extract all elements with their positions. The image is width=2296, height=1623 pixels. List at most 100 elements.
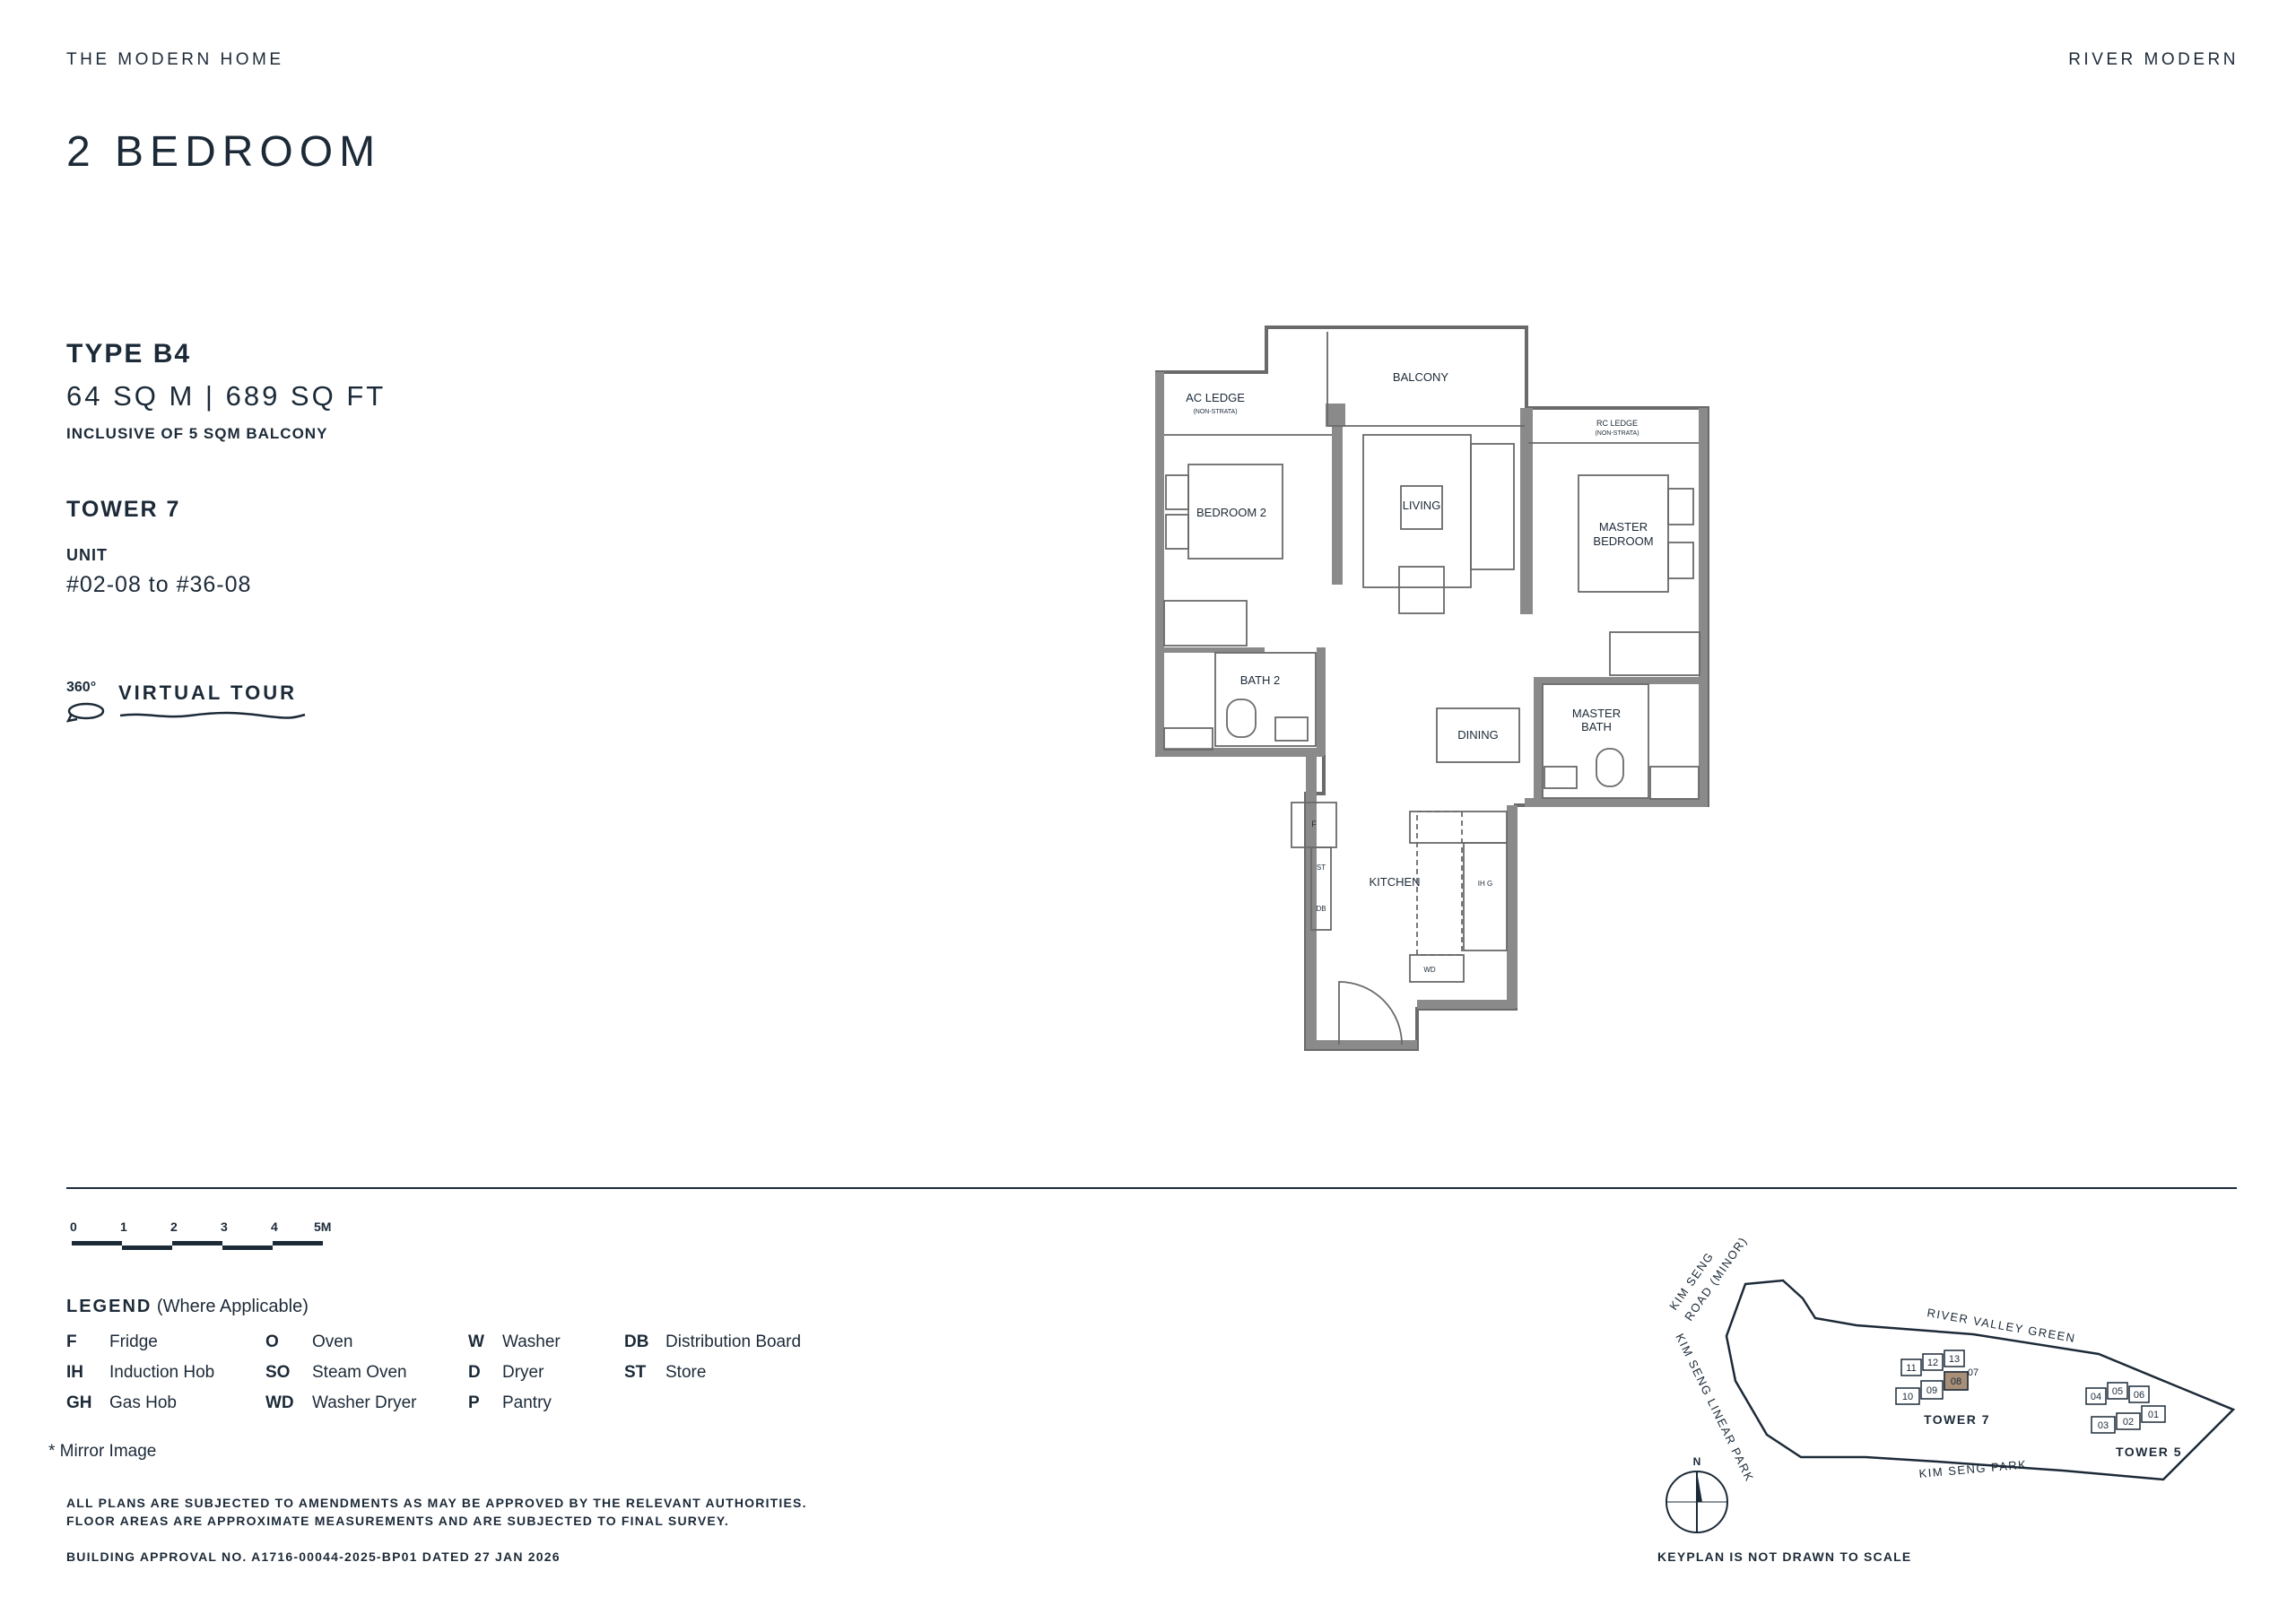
keyplan-note: KEYPLAN IS NOT DRAWN TO SCALE [1657, 1549, 1912, 1564]
room-ac-ledge-sub: (NON-STRATA) [1193, 409, 1237, 415]
t5-unit: 03 [2098, 1420, 2109, 1431]
room-living: LIVING [1403, 499, 1441, 512]
room-master-bath-l2: BATH [1581, 720, 1612, 733]
project-tagline: THE MODERN HOME [66, 50, 284, 69]
room-ac-ledge: AC LEDGE [1186, 391, 1245, 404]
t5-unit: 04 [2091, 1392, 2101, 1402]
legend-title: LEGEND (Where Applicable) [66, 1297, 309, 1317]
scale-tick: 5M [314, 1219, 332, 1234]
legend-name: Gas Hob [109, 1393, 177, 1412]
room-master-bedroom-l2: BEDROOM [1593, 534, 1653, 548]
legend-name: Oven [312, 1332, 353, 1351]
legend-abbr: GH [66, 1393, 92, 1412]
page-title: 2 BEDROOM [66, 128, 382, 176]
wall-kitchen-bottom [1306, 1040, 1417, 1049]
section-divider [66, 1187, 2237, 1189]
t7-unit: 13 [1949, 1354, 1960, 1365]
project-name: RIVER MODERN [2068, 50, 2239, 69]
legend-name: Fridge [109, 1332, 158, 1351]
keyplan-tower7: TOWER 7 [1924, 1412, 1990, 1427]
t7-unit: 09 [1926, 1385, 1937, 1396]
legend-abbr: P [468, 1393, 480, 1412]
t5-unit: 06 [2134, 1390, 2144, 1401]
room-balcony: BALCONY [1393, 370, 1448, 384]
legend-abbr: W [468, 1332, 484, 1351]
disclaimer-line-1: ALL PLANS ARE SUBJECTED TO AMENDMENTS AS… [66, 1496, 807, 1510]
building-approval: BUILDING APPROVAL NO. A1716-00044-2025-B… [66, 1549, 561, 1564]
label-hob: IH G [1478, 880, 1492, 888]
scale-tick: 3 [221, 1219, 228, 1234]
wall-master-bath-top [1534, 677, 1708, 684]
wall-kitchen-right-bottom [1417, 1000, 1516, 1009]
legend-name: Washer Dryer [312, 1393, 417, 1412]
legend-name: Steam Oven [312, 1363, 407, 1382]
virtual-tour-underline [119, 711, 306, 719]
wall-east [1699, 408, 1708, 806]
keyplan-map: 11 12 13 10 09 08 07 04 05 06 03 02 01 T… [1665, 1237, 2236, 1533]
wall-living-east [1520, 408, 1533, 614]
room-kitchen: KITCHEN [1369, 875, 1420, 889]
floor-plan: AC LEDGE (NON-STRATA) BALCONY RC LEDGE (… [1155, 325, 1709, 1051]
legend-name: Induction Hob [109, 1363, 215, 1382]
wall-bath2-bottom [1157, 748, 1324, 757]
legend-abbr: IH [66, 1363, 83, 1382]
site-boundary [1725, 1279, 2236, 1481]
room-bedroom-2: BEDROOM 2 [1196, 506, 1266, 519]
legend-abbr: SO [265, 1363, 291, 1382]
room-master-bath-l1: MASTER [1572, 707, 1621, 720]
room-rc-ledge-sub: (NON-STRATA) [1595, 430, 1639, 437]
label-washer-dryer: WD [1423, 966, 1436, 974]
legend-abbr: F [66, 1332, 77, 1351]
legend-grid: F Fridge IH Induction Hob GH Gas Hob O O… [66, 1332, 874, 1431]
t5-unit: 05 [2112, 1386, 2123, 1397]
legend-name: Distribution Board [665, 1332, 802, 1351]
scale-tick: 0 [70, 1219, 77, 1234]
disclaimer-line-2: FLOOR AREAS ARE APPROXIMATE MEASUREMENTS… [66, 1514, 729, 1528]
legend-name: Washer [502, 1332, 561, 1351]
column-living [1326, 404, 1345, 427]
legend-abbr: D [468, 1363, 481, 1382]
room-master-bedroom-l1: MASTER [1599, 520, 1648, 534]
t7-unit: 11 [1906, 1363, 1916, 1374]
unit-range: #02-08 to #36-08 [66, 572, 252, 597]
legend-name: Pantry [502, 1393, 552, 1412]
wall-master-bath-bottom [1525, 798, 1708, 807]
wall-kitchen-east [1507, 805, 1518, 1008]
room-rc-ledge: RC LEDGE [1596, 419, 1638, 428]
virtual-tour-degree: 360° [66, 680, 97, 695]
keyplan-highlight-unit [1944, 1371, 1969, 1391]
wall-bath2-top [1157, 647, 1265, 653]
legend-heading: LEGEND [66, 1297, 152, 1316]
label-fridge: F [1311, 820, 1317, 829]
room-bath-2: BATH 2 [1240, 673, 1281, 687]
scale-tick: 1 [120, 1219, 127, 1234]
unit-label: UNIT [66, 546, 108, 564]
t7-unit: 08 [1951, 1376, 1961, 1387]
wall-master-bath-west [1534, 677, 1543, 803]
kim-seng-linear-park: KIM SENG LINEAR PARK [1673, 1332, 1756, 1484]
scale-tick: 2 [170, 1219, 178, 1234]
legend-subtitle: (Where Applicable) [156, 1297, 309, 1316]
legend-abbr: ST [624, 1363, 647, 1382]
tower-label: TOWER 7 [66, 497, 181, 522]
t7-unit: 10 [1902, 1392, 1913, 1402]
legend-abbr: DB [624, 1332, 649, 1351]
virtual-tour-label: VIRTUAL TOUR [118, 681, 297, 704]
north-label: N [1693, 1455, 1701, 1468]
rotate-360-icon [66, 702, 105, 723]
legend-abbr: O [265, 1332, 279, 1351]
room-dining: DINING [1457, 728, 1499, 742]
scale-bar: 0 1 2 3 4 5M [66, 1219, 353, 1273]
legend-name: Dryer [502, 1363, 544, 1382]
t7-unit: 07 [1968, 1367, 1979, 1378]
unit-type: TYPE B4 [66, 339, 192, 369]
t5-unit: 01 [2148, 1410, 2159, 1420]
virtual-tour-link[interactable]: 360° VIRTUAL TOUR [66, 680, 335, 733]
wall-living-west [1332, 405, 1343, 585]
label-store: ST [1317, 864, 1326, 872]
north-arrow-icon: N [1665, 1455, 1728, 1533]
scale-bar-graphic [72, 1241, 323, 1250]
legend-abbr: WD [265, 1393, 294, 1412]
balcony-inclusion-note: INCLUSIVE OF 5 SQM BALCONY [66, 425, 328, 442]
mirror-image-note: * Mirror Image [48, 1442, 157, 1461]
